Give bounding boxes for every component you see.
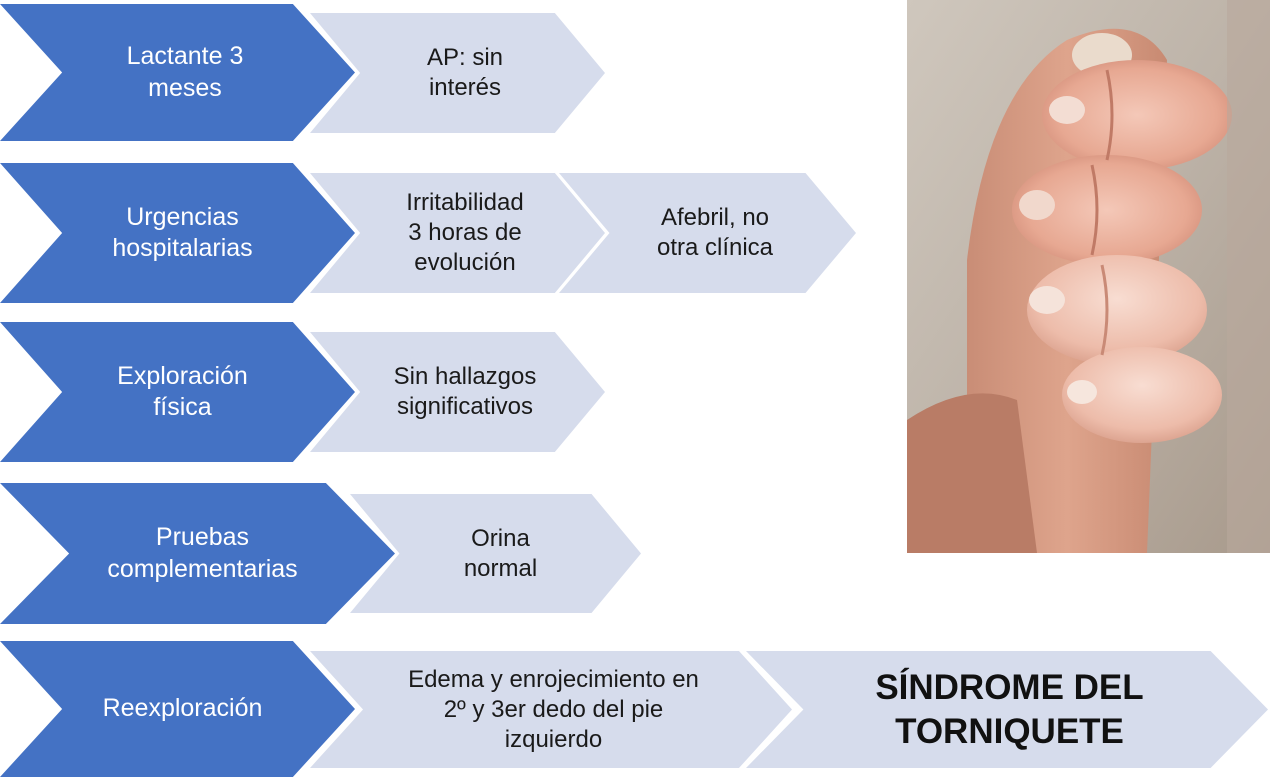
row-1-head-label: Lactante 3 meses xyxy=(126,42,244,102)
row-4-head-label: Pruebas complementarias xyxy=(107,523,298,583)
row-4-head-chevron: Pruebas complementarias xyxy=(0,483,395,624)
row-5-step-2-label: SÍNDROME DEL TORNIQUETE xyxy=(875,667,1144,751)
row-2-head-chevron: Urgencias hospitalarias xyxy=(0,163,355,303)
row-2-step-1-label: Irritabilidad 3 horas de evolución xyxy=(406,189,524,276)
row-5-step-1-label: Edema y enrojecimiento en 2º y 3er dedo … xyxy=(408,665,699,753)
row-5-head-label: Reexploración xyxy=(102,694,263,723)
row-2-step-2-label: Afebril, no otra clínica xyxy=(656,204,774,261)
row-2-step-2-chevron: Afebril, no otra clínica xyxy=(559,173,856,293)
row-5-step-2-chevron: SÍNDROME DEL TORNIQUETE xyxy=(746,651,1268,768)
row-1-step-1-label: AP: sin interés xyxy=(426,44,504,101)
row-3-head-label: Exploración física xyxy=(117,361,248,421)
row-3-head-chevron: Exploración física xyxy=(0,322,355,462)
row-2-head-label: Urgencias hospitalarias xyxy=(112,202,253,262)
row-4-step-1-label: Orina normal xyxy=(463,524,538,582)
row-5-step-1-chevron: Edema y enrojecimiento en 2º y 3er dedo … xyxy=(310,651,792,768)
infant-hand-photo xyxy=(907,0,1270,553)
row-1-head-chevron: Lactante 3 meses xyxy=(0,4,355,141)
row-3-step-1-label: Sin hallazgos significativos xyxy=(393,363,537,420)
row-5-head-chevron: Reexploración xyxy=(0,641,355,777)
